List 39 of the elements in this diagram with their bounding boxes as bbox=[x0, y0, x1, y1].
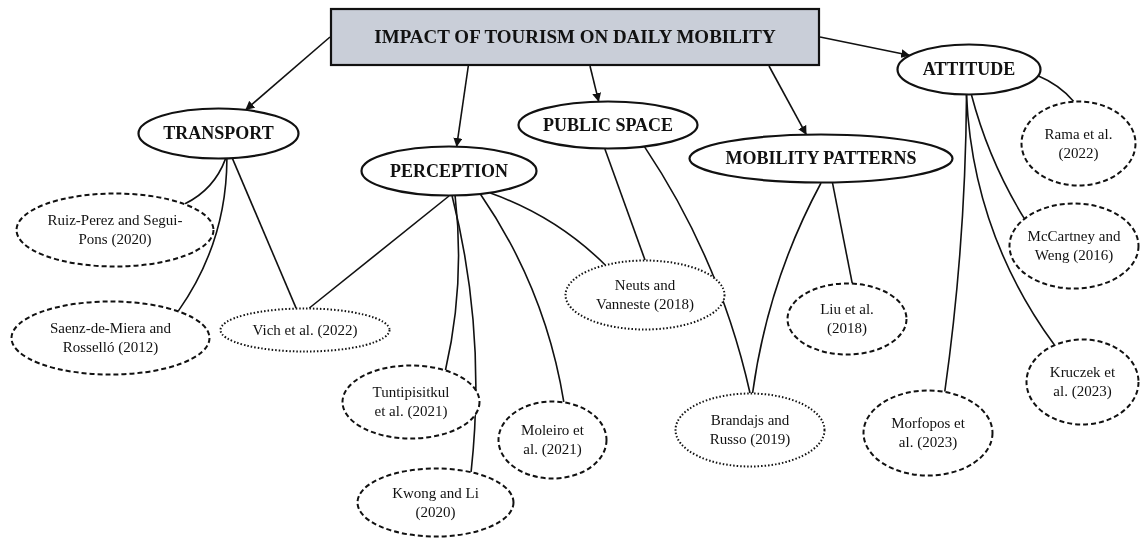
category-label: PUBLIC SPACE bbox=[542, 113, 674, 137]
arrow bbox=[768, 65, 807, 135]
connector-line bbox=[1037, 75, 1075, 102]
arrow bbox=[589, 65, 602, 102]
category-label: TRANSPORT bbox=[163, 122, 274, 145]
arrow bbox=[453, 65, 470, 147]
connector-line bbox=[308, 195, 450, 309]
connector-line bbox=[184, 158, 227, 205]
connector-line bbox=[444, 195, 460, 371]
category-label: ATTITUDE bbox=[922, 58, 1016, 81]
connector-line bbox=[970, 94, 1025, 220]
reference-text: Neuts and Vanneste (2018) bbox=[595, 276, 695, 314]
category-label: PERCEPTION bbox=[390, 159, 508, 183]
reference-text: Vich et al. (2022) bbox=[252, 320, 358, 340]
reference-text: Liu et al. (2018) bbox=[819, 300, 875, 338]
connector-line bbox=[177, 158, 228, 312]
title-text: IMPACT OF TOURISM ON DAILY MOBILITY bbox=[374, 25, 776, 49]
connector-line bbox=[751, 182, 822, 394]
connector-line bbox=[604, 148, 646, 261]
connector-line bbox=[479, 193, 565, 403]
reference-text: Kruczek et al. (2023) bbox=[1048, 363, 1117, 401]
arrow bbox=[819, 36, 911, 58]
reference-text: Morfopos et al. (2023) bbox=[890, 414, 966, 452]
reference-text: Ruiz-Perez and Segui-Pons (2020) bbox=[46, 211, 184, 249]
category-label: MOBILITY PATTERNS bbox=[725, 147, 917, 170]
reference-text: Saenz-de-Miera and Rosselló (2012) bbox=[48, 319, 173, 357]
connector-line bbox=[831, 182, 853, 284]
arrow bbox=[245, 36, 331, 111]
reference-text: Kwong and Li (2020) bbox=[391, 483, 480, 522]
connector-line bbox=[451, 195, 477, 473]
reference-text: Tuntipisitkul et al. (2021) bbox=[371, 383, 451, 421]
connector-line bbox=[231, 157, 297, 309]
connector-line bbox=[643, 146, 751, 394]
connector-line bbox=[489, 192, 606, 266]
reference-text: Brandajs and Russo (2019) bbox=[708, 411, 792, 449]
reference-text: McCartney and Weng (2016) bbox=[1026, 227, 1122, 265]
reference-text: Moleiro et al. (2021) bbox=[520, 421, 585, 459]
reference-text: Rama et al. (2022) bbox=[1043, 124, 1114, 163]
connector-line bbox=[944, 94, 968, 393]
